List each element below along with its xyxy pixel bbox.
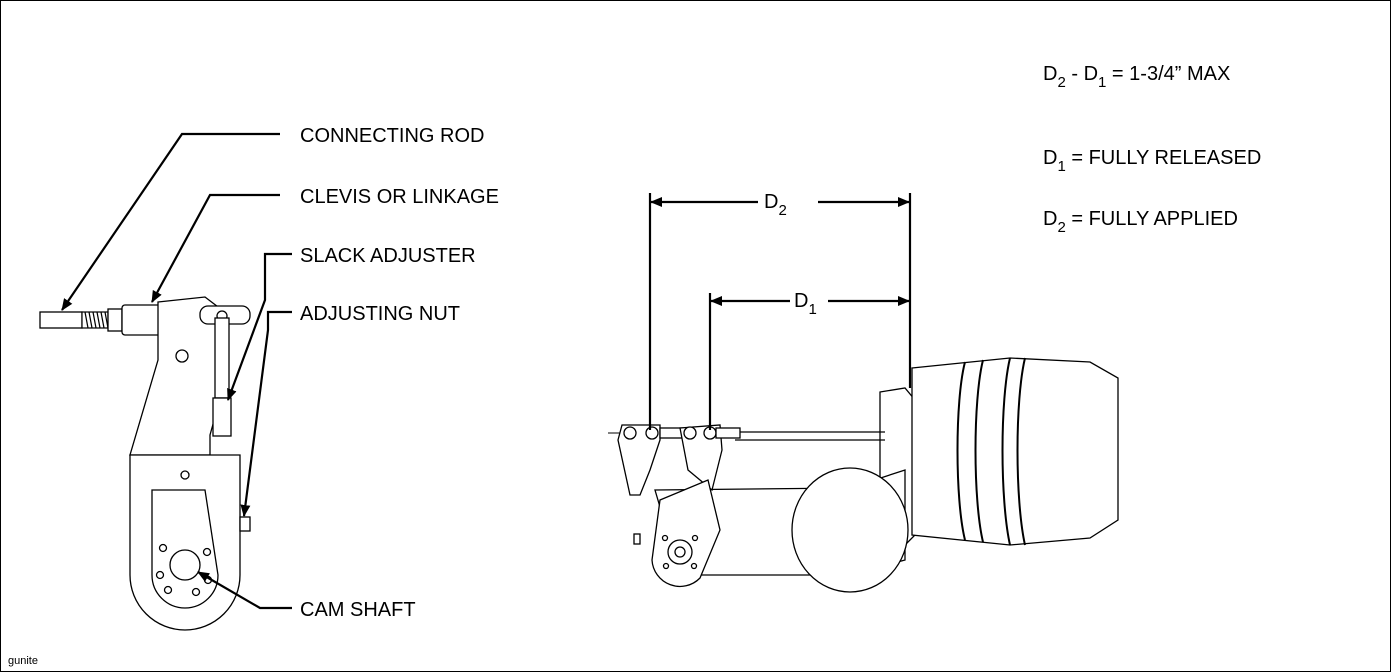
axle-tube [791,467,909,593]
arm-hole [175,349,189,363]
applied-arm [679,424,723,492]
label-clevis: CLEVIS OR LINKAGE [300,186,499,208]
leader-connecting-rod [61,132,280,311]
spline-hole [691,534,699,542]
jam-nut [107,308,123,332]
chamber-rib [974,359,984,543]
adjusting-nut-right [633,533,641,545]
adjuster-tube [214,317,230,399]
label-slack-adjuster: SLACK ADJUSTER [300,245,476,267]
spline-hole [661,534,669,542]
definition-d2: D2 = FULLY APPLIED [1043,208,1238,236]
leader-adjusting-nut [240,310,292,517]
dimension-lines: D2 D1 [648,191,912,430]
adjusting-nut [239,516,251,532]
brake-chamber-assembly [608,357,1119,593]
adjuster-housing [212,397,232,437]
spline-hole [662,562,670,570]
chamber-rib [956,361,966,541]
d2-dimension-label: D2 [764,191,787,219]
source-label: gunite [8,655,38,667]
spline-hole [155,570,165,580]
adjuster-body [651,479,721,588]
rod-threads [81,311,109,329]
plate-hole-top [180,470,190,480]
applied-clevis [715,427,741,439]
leader-cam-shaft [197,571,292,610]
slack-adjuster-detail [39,296,251,631]
spline-hole [158,543,168,553]
leader-clevis [151,193,280,303]
released-pin [623,426,637,440]
camshaft-center [674,546,686,558]
leader-slack-adjuster [226,252,292,401]
spline-hole [202,547,212,557]
chamber-rib [1016,357,1026,546]
applied-pin [683,426,697,440]
spline-hole [163,585,173,595]
formula-difference: D2 - D1 = 1-3/4” MAX [1043,63,1230,91]
label-adjusting-nut: ADJUSTING NUT [300,303,460,325]
connecting-rod [39,311,83,329]
definition-d1: D1 = FULLY RELEASED [1043,147,1261,175]
spline-hole [191,587,201,597]
label-cam-shaft: CAM SHAFT [300,599,416,621]
camshaft-bore [169,549,201,581]
adjuster-arm [129,296,223,456]
released-pin [645,426,659,440]
label-connecting-rod: CONNECTING ROD [300,125,484,147]
d1-dimension-label: D1 [794,290,817,318]
chamber-rib [1001,357,1011,546]
leader-lines [61,132,292,610]
spline-hole [690,562,698,570]
chamber-housing [911,357,1119,546]
